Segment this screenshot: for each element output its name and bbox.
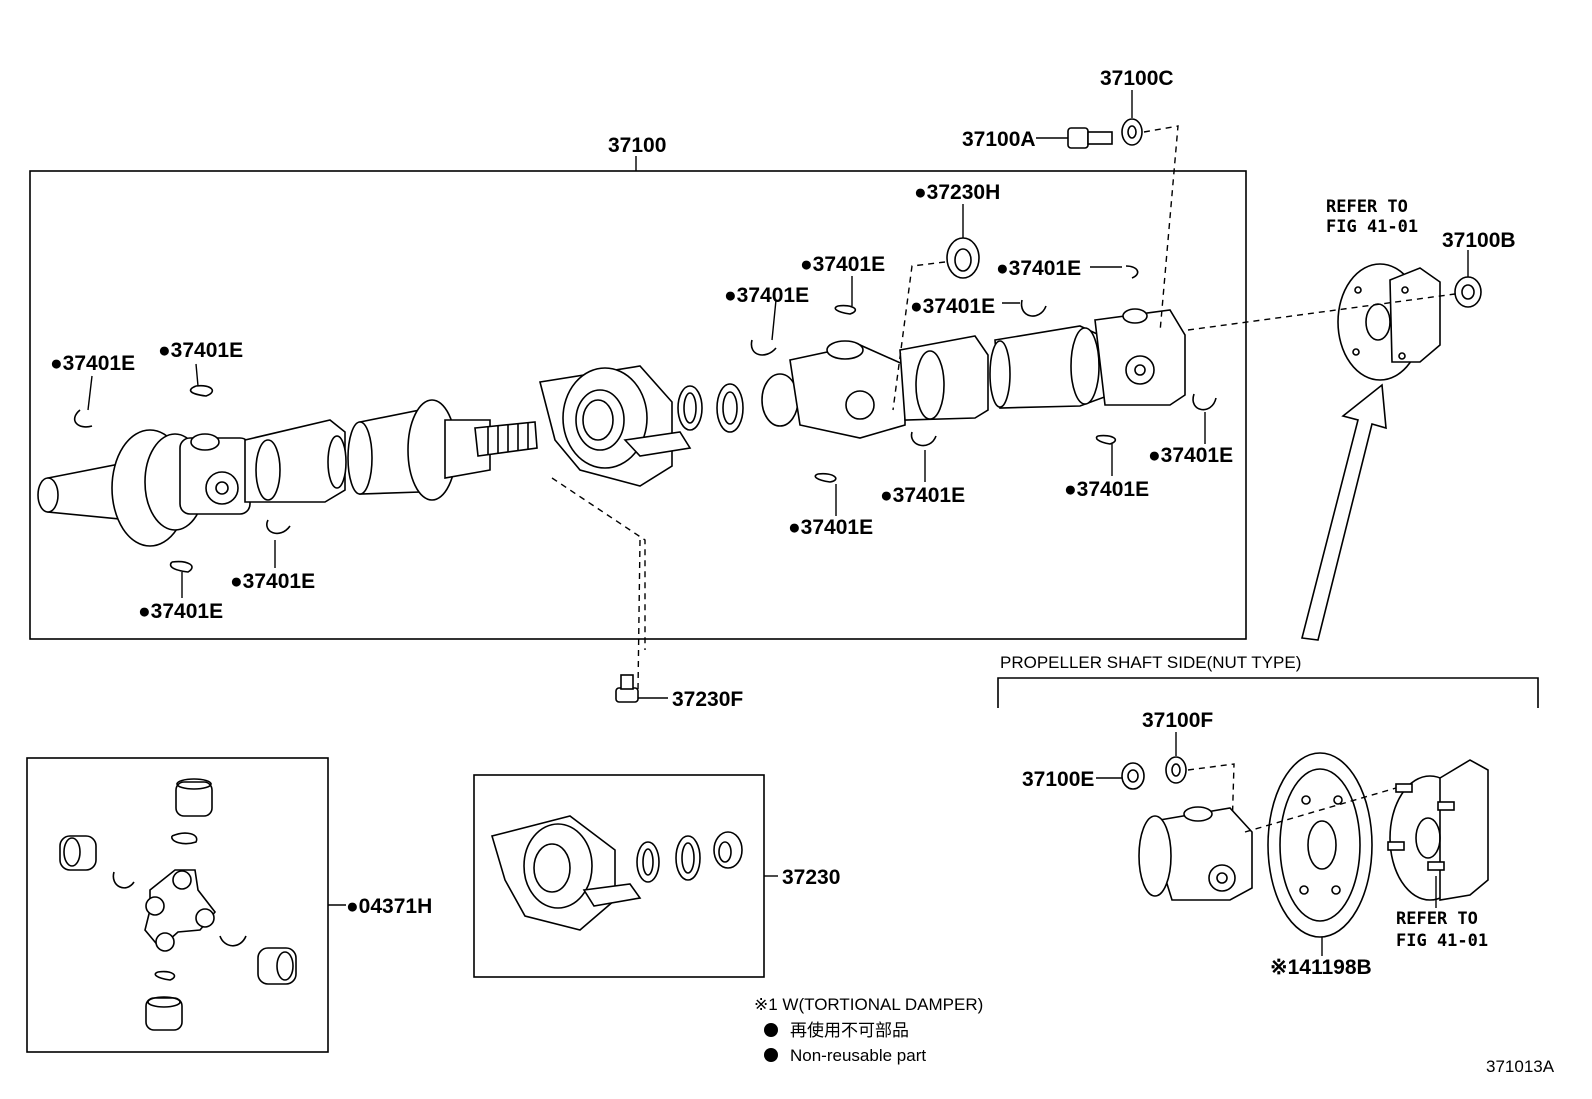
bolt-37100A[interactable] xyxy=(1067,127,1113,149)
inset-arrow xyxy=(1300,383,1387,641)
damper-37230H[interactable] xyxy=(946,237,980,279)
refer-bottom-line2[interactable]: FIG 41-01 xyxy=(1396,931,1488,951)
center-bearing-kit-37230[interactable] xyxy=(490,815,743,931)
snap-ring-label-10[interactable]: ●37401E xyxy=(788,516,873,539)
washer-37100C[interactable] xyxy=(1121,118,1143,146)
universal-joint-front[interactable] xyxy=(179,433,251,515)
inset-universal-joint[interactable] xyxy=(1138,806,1253,901)
refer-top-line2[interactable]: FIG 41-01 xyxy=(1326,217,1418,237)
nut-37100E[interactable] xyxy=(1121,762,1145,790)
legend-jp: 再使用不可部品 xyxy=(790,1020,909,1040)
flange-yoke-center[interactable] xyxy=(761,340,906,439)
label-37100B[interactable]: 37100B xyxy=(1442,229,1516,252)
snap-ring-label-11[interactable]: ●37401E xyxy=(1064,478,1149,501)
label-37230H[interactable]: ●37230H xyxy=(914,181,1000,204)
snap-ring-label-8[interactable]: ●37401E xyxy=(910,295,995,318)
washer-37100F[interactable] xyxy=(1165,756,1187,784)
companion-flange[interactable] xyxy=(1337,263,1441,381)
snap-ring-label-7[interactable]: ●37401E xyxy=(996,257,1081,280)
dust-seal-rings[interactable] xyxy=(677,383,744,433)
torsional-damper-41198B[interactable] xyxy=(1267,752,1373,938)
universal-joint-rear[interactable] xyxy=(1094,308,1186,406)
front-shaft-tube[interactable] xyxy=(244,419,347,503)
sliding-sleeve[interactable] xyxy=(347,399,491,501)
snap-rings[interactable] xyxy=(74,265,1217,573)
inset-title: PROPELLER SHAFT SIDE(NUT TYPE) xyxy=(1000,653,1301,672)
snap-ring-label-3[interactable]: ●37401E xyxy=(230,570,315,593)
bolt-37230F[interactable] xyxy=(615,674,639,703)
label-37100[interactable]: 37100 xyxy=(608,134,666,157)
label-37100F[interactable]: 37100F xyxy=(1142,709,1213,732)
snap-ring-label-5[interactable]: ●37401E xyxy=(724,284,809,307)
snap-ring-label-1[interactable]: ●37401E xyxy=(50,352,135,375)
label-04371H[interactable]: ●04371H xyxy=(346,895,432,918)
legend-note: ※1 W(TORTIONAL DAMPER) xyxy=(754,995,983,1014)
legend-bullet-jp xyxy=(764,1023,778,1037)
nut-37100B[interactable] xyxy=(1454,276,1482,308)
inset-bracket xyxy=(997,677,1539,708)
snap-ring-label-2[interactable]: ●37401E xyxy=(158,339,243,362)
snap-ring-label-6[interactable]: ●37401E xyxy=(800,253,885,276)
spider-kit-04371H[interactable] xyxy=(59,778,297,1031)
rear-shaft-tube-rear[interactable] xyxy=(989,325,1111,409)
label-37230[interactable]: 37230 xyxy=(782,866,840,889)
label-37100E[interactable]: 37100E xyxy=(1022,768,1094,791)
legend-en: Non-reusable part xyxy=(790,1046,926,1065)
label-37100C[interactable]: 37100C xyxy=(1100,67,1174,90)
label-37100A[interactable]: 37100A xyxy=(962,128,1036,151)
refer-top-line1[interactable]: REFER TO xyxy=(1326,197,1408,217)
snap-ring-label-12[interactable]: ●37401E xyxy=(1148,444,1233,467)
inset-companion-flange[interactable] xyxy=(1387,759,1489,901)
center-support-bearing[interactable] xyxy=(539,365,692,487)
spline-shaft[interactable] xyxy=(474,421,538,457)
label-37230F[interactable]: 37230F xyxy=(672,688,743,711)
legend-bullet-en xyxy=(764,1048,778,1062)
rear-shaft-tube-front[interactable] xyxy=(899,335,989,421)
snap-ring-label-9[interactable]: ●37401E xyxy=(880,484,965,507)
refer-bottom-line1[interactable]: REFER TO xyxy=(1396,909,1478,929)
diagram-id: 371013A xyxy=(1486,1057,1555,1076)
label-41198B[interactable]: ※141198B xyxy=(1270,956,1372,979)
snap-ring-label-4[interactable]: ●37401E xyxy=(138,600,223,623)
